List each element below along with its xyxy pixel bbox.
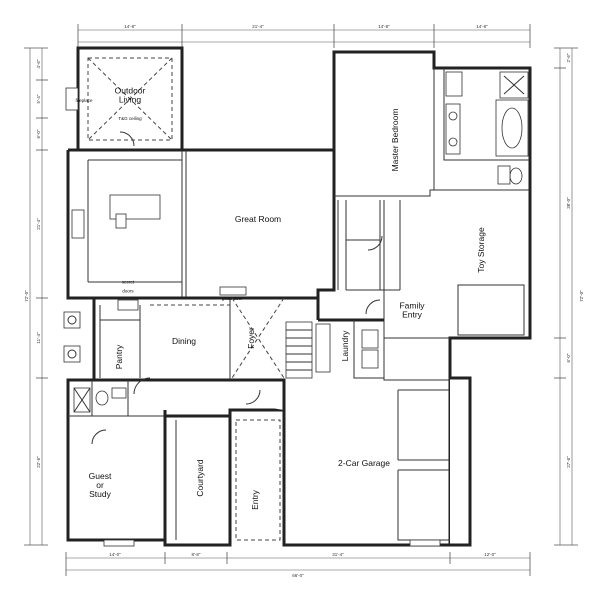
front-window [103, 539, 135, 547]
label-master-bedroom: Master Bedroom [390, 109, 400, 172]
label-fireplace: fireplace [75, 98, 93, 103]
dim-left-5: 11'-4" [36, 332, 41, 344]
label-toy-storage: Toy Storage [476, 227, 486, 273]
garage-window [409, 539, 441, 547]
label-foyer: Foyer [246, 327, 256, 349]
dim-bottom-3: 31'-4" [332, 552, 344, 557]
guest-toilet-icon [95, 390, 109, 406]
dim-top-4: 14'-8" [476, 24, 488, 29]
label-glass-door: glass door [222, 296, 243, 301]
toilet-icon [509, 167, 523, 185]
dim-left-4: 21'-4" [36, 218, 41, 230]
label-entry: Entry [250, 489, 260, 510]
light-icon [63, 345, 81, 363]
dim-right-4: 27'-6" [566, 456, 571, 468]
dim-bottom-1: 14'-0" [109, 552, 121, 557]
light-icon [63, 311, 81, 329]
washer-icon [361, 329, 379, 349]
vanity [445, 103, 461, 155]
dryer-icon [361, 349, 379, 369]
label-courtyard: Courtyard [195, 459, 205, 497]
dim-top-2: 21'-4" [252, 24, 264, 29]
toy-storage-platform [457, 284, 525, 336]
exterior-lights [63, 311, 81, 363]
dimension-lines [24, 24, 578, 576]
door-swing [133, 377, 151, 395]
dim-left-3: 6'-0" [36, 129, 41, 138]
dim-right-3: 6'-0" [566, 353, 571, 362]
dim-bottom-4: 12'-0" [484, 552, 496, 557]
dim-left-2: 5'-4" [36, 94, 41, 103]
outdoor-living-area [87, 57, 173, 141]
label-pantry: Pantry [114, 344, 124, 369]
interior-walls [68, 68, 530, 541]
fireplace-icon [65, 87, 79, 111]
label-great-room: Great Room [235, 214, 281, 224]
dimension-labels: 14'-8" 21'-4" 14'-8" 14'-8" 14'-0" 8'-8"… [24, 24, 584, 578]
dim-bottom-2: 8'-8" [192, 552, 201, 557]
label-dining: Dining [172, 336, 196, 346]
secret-doors [117, 299, 139, 311]
stairs [285, 321, 313, 379]
dim-left-total: 72'-0" [24, 290, 29, 302]
stair-treads [286, 329, 312, 371]
dim-right-1: 2'-6" [566, 53, 571, 62]
dim-left-1: 4'-6" [36, 59, 41, 68]
cooktop-icon [71, 209, 85, 239]
dim-right-total: 72'-0" [579, 290, 584, 302]
dim-right-2: 38'-0" [566, 197, 571, 209]
dim-bottom-total: 66'-0" [292, 573, 304, 578]
label-garage: 2-Car Garage [338, 458, 390, 468]
dim-left-6: 22'-6" [36, 456, 41, 468]
dim-top-1: 14'-8" [124, 24, 136, 29]
dim-top-3: 14'-8" [378, 24, 390, 29]
label-laundry: Laundry [340, 330, 350, 361]
label-tg-ceiling: T&G ceiling [118, 116, 142, 121]
glass-door [219, 286, 247, 296]
